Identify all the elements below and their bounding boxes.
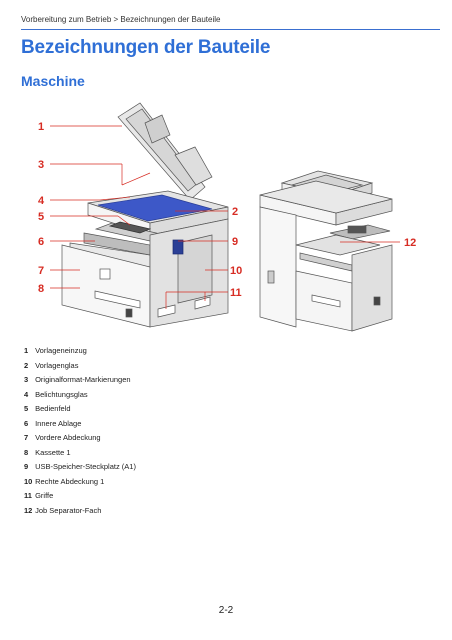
legend-item: 6 Innere Ablage — [24, 418, 82, 428]
legend-item: 4 Belichtungsglas — [24, 389, 88, 399]
section-heading: Maschine — [21, 73, 85, 89]
header-divider — [21, 29, 440, 30]
printer-closed-illustration — [259, 170, 393, 332]
legend-item: 5 Bedienfeld — [24, 404, 71, 413]
breadcrumb: Vorbereitung zum Betrieb > Bezeichnungen… — [21, 15, 221, 24]
legend-item: 7 Vordere Abdeckung — [24, 433, 101, 442]
page-number: 2-2 — [218, 605, 234, 616]
callout-2: 2 — [232, 206, 238, 218]
machine-figure: 1 2 3 4 5 6 7 8 9 10 11 12 — [38, 102, 416, 332]
legend-item: 3 Originalformat-Markierungen — [24, 375, 131, 384]
legend-item: 2 Vorlagenglas — [24, 360, 79, 370]
callout-5: 5 — [38, 211, 44, 223]
printer-open-illustration — [61, 102, 229, 328]
legend-item: 12 Job Separator-Fach — [24, 505, 102, 515]
callout-4: 4 — [38, 195, 45, 207]
page-title: Bezeichnungen der Bauteile — [21, 37, 271, 58]
callout-10: 10 — [230, 265, 242, 277]
legend-item: 8 Kassette 1 — [24, 447, 71, 457]
callout-3: 3 — [38, 159, 44, 171]
callout-12: 12 — [404, 237, 416, 249]
callout-11: 11 — [230, 287, 242, 299]
callout-6: 6 — [38, 236, 44, 248]
legend-item: 10 Rechte Abdeckung 1 — [24, 476, 105, 486]
legend-item: 1 Vorlageneinzug — [24, 346, 87, 355]
parts-legend: 1 Vorlageneinzug 2 Vorlagenglas 3 Origin… — [24, 344, 136, 518]
callout-1: 1 — [38, 121, 44, 133]
callout-7: 7 — [38, 265, 44, 277]
legend-item: 9 USB-Speicher-Steckplatz (A1) — [24, 462, 136, 471]
callout-8: 8 — [38, 283, 44, 295]
callout-leaders — [50, 125, 400, 309]
callout-9: 9 — [232, 236, 238, 248]
legend-item: 11 Griffe — [24, 491, 54, 500]
